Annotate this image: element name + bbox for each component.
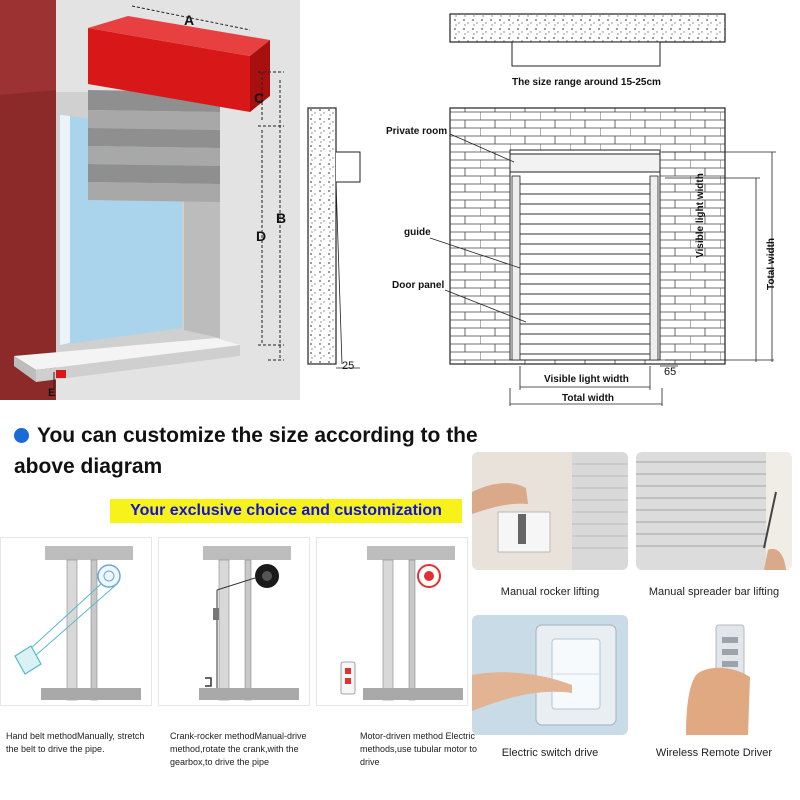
window-sill — [14, 338, 240, 370]
label-b: B — [276, 210, 287, 226]
dim-65: 65 — [664, 366, 677, 378]
method-caption-crank: Crank-rocker methodManual-drive method,r… — [170, 731, 307, 767]
method-card-hand-belt — [0, 537, 152, 706]
photo-caption-wireless-remote: Wireless Remote Driver — [655, 747, 773, 759]
customize-heading-text: You can customize the size according to … — [14, 424, 478, 478]
label-a: A — [184, 12, 195, 28]
label-e: E — [48, 387, 56, 399]
label-door-panel: Door panel — [392, 280, 445, 291]
label-c: C — [254, 90, 265, 106]
exclusive-choice-banner: Your exclusive choice and customization — [130, 502, 442, 519]
label-visible-light-width-v: Visible light width — [695, 173, 706, 258]
photo-manual-rocker — [472, 452, 628, 570]
window-diagram-art — [0, 0, 300, 400]
hand-belt-diagram — [14, 546, 141, 701]
shutter-panel-lines — [520, 183, 654, 355]
photo-caption-electric-switch: Electric switch drive — [501, 747, 599, 759]
technical-drawing-art — [307, 13, 776, 406]
technical-drawing: The size range around 15-25cm 25 Private… — [300, 0, 800, 410]
manual-rocker-art — [472, 452, 628, 570]
highlight-bg — [110, 499, 462, 523]
label-guide: guide — [404, 227, 431, 238]
motor-diagram — [340, 546, 463, 701]
window-diagram: A C B D E — [0, 0, 300, 400]
size-range-note: The size range around 15-25cm — [512, 77, 661, 88]
method-card-motor — [316, 537, 468, 706]
label-private-room: Private room — [386, 126, 448, 137]
spreader-bar-art — [636, 452, 792, 570]
shutter-slats — [88, 90, 220, 202]
method-caption-motor: Motor-driven method Electric methods,use… — [360, 731, 478, 767]
method-caption-hand-belt: Hand belt methodManually, stretch the be… — [6, 731, 145, 754]
method-card-crank — [158, 537, 310, 706]
wireless-remote-art — [636, 615, 792, 735]
label-total-width-h: Total width — [562, 393, 615, 404]
electric-switch-art — [472, 615, 628, 735]
photo-electric-switch — [472, 615, 628, 735]
photo-caption-spreader-bar: Manual spreader bar lifting — [648, 586, 780, 598]
label-visible-light-width-h: Visible light width — [544, 374, 629, 385]
dim-25: 25 — [342, 360, 355, 372]
label-d: D — [256, 228, 267, 244]
customize-heading: You can customize the size according to … — [14, 420, 484, 482]
photo-caption-manual-rocker: Manual rocker lifting — [500, 586, 600, 598]
wall — [0, 0, 56, 400]
bullet-dot-icon — [14, 428, 29, 443]
label-total-width-v: Total width — [766, 237, 777, 290]
photo-wireless-remote — [636, 615, 792, 735]
crank-diagram — [199, 546, 299, 701]
photo-spreader-bar — [636, 452, 792, 570]
